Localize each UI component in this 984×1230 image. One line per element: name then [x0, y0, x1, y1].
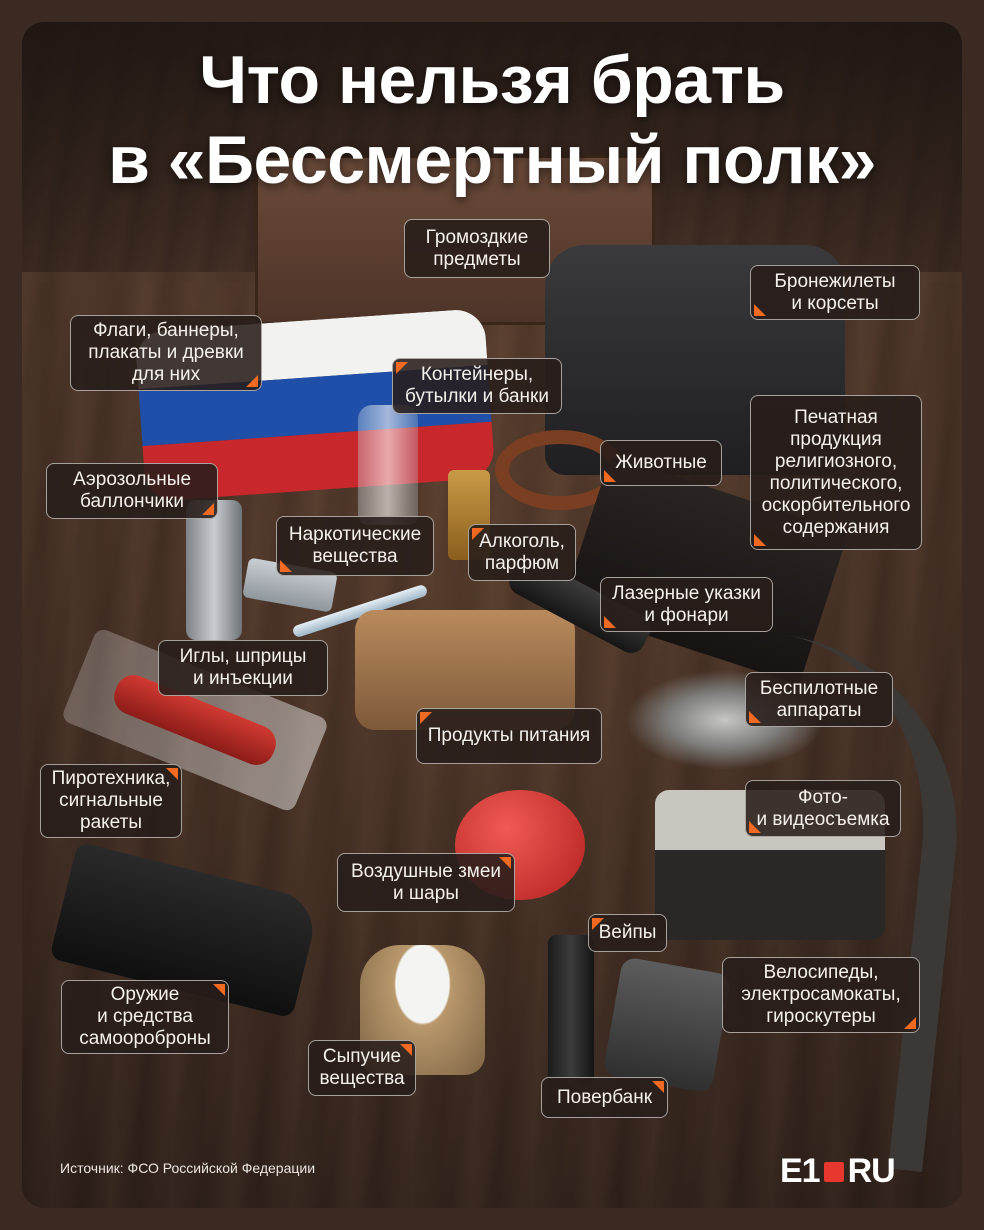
label-alcohol: Алкоголь, парфюм: [468, 524, 576, 581]
label-pyrotechnics: Пиротехника, сигнальные ракеты: [40, 764, 182, 838]
vape-illustration: [548, 935, 594, 1085]
label-bulk-substances: Сыпучие вещества: [308, 1040, 416, 1096]
label-text: Флаги, баннеры, плакаты и древки для них: [88, 320, 244, 385]
label-text: Продукты питания: [427, 725, 591, 746]
label-text: Животные: [615, 452, 707, 473]
label-text: Иглы, шприцы и инъекции: [179, 646, 307, 689]
label-body-armor: Бронежилеты и корсеты: [750, 265, 920, 320]
label-text: Алкоголь, парфюм: [479, 530, 565, 574]
label-food: Продукты питания: [416, 708, 602, 764]
label-bikes: Велосипеды, электросамокаты, гироскутеры: [722, 957, 920, 1033]
bottle-illustration: [358, 405, 418, 525]
label-text: Сыпучие вещества: [319, 1046, 405, 1089]
label-text: Воздушные змеи и шары: [350, 860, 502, 904]
label-text: Фото- и видеосъемка: [756, 786, 890, 830]
corner-mark: [652, 1081, 664, 1093]
powerbank-illustration: [602, 956, 732, 1094]
corner-mark: [754, 304, 766, 316]
corner-mark: [904, 1017, 916, 1029]
label-photo-video: Фото- и видеосъемка: [745, 780, 901, 837]
logo-right-text: RU: [847, 1152, 896, 1190]
label-lasers: Лазерные указки и фонари: [600, 577, 773, 632]
label-text: Повербанк: [556, 1086, 653, 1108]
label-text: Бронежилеты и корсеты: [774, 270, 896, 314]
logo-left-text: E1: [780, 1152, 821, 1190]
label-text: Наркотические вещества: [288, 524, 422, 567]
label-text: Громоздкие предметы: [425, 226, 529, 270]
corner-mark: [202, 503, 214, 515]
label-animals: Животные: [600, 440, 722, 486]
label-bulky-items: Громоздкие предметы: [404, 219, 550, 278]
label-containers: Контейнеры, бутылки и банки: [392, 358, 562, 414]
corner-mark: [604, 470, 616, 482]
label-text: Лазерные указки и фонари: [612, 582, 761, 626]
page-title: Что нельзя брать в «Бессмертный полк»: [108, 42, 876, 198]
source-note: Источник: ФСО Российской Федерации: [60, 1160, 316, 1176]
label-text: Беспилотные аппараты: [759, 677, 879, 721]
label-weapons: Оружие и средства самоороброны: [61, 980, 229, 1054]
label-text: Вейпы: [598, 922, 657, 943]
label-needles: Иглы, шприцы и инъекции: [158, 640, 328, 696]
corner-mark: [213, 984, 225, 996]
aerosol-can-illustration: [186, 500, 242, 640]
label-powerbank: Повербанк: [541, 1077, 668, 1118]
label-flags: Флаги, баннеры, плакаты и древки для них: [70, 315, 262, 391]
label-vapes: Вейпы: [588, 914, 667, 952]
label-text: Оружие и средства самоороброны: [79, 984, 211, 1049]
label-text: Контейнеры, бутылки и банки: [405, 364, 549, 407]
corner-mark: [420, 712, 432, 724]
corner-mark: [246, 375, 258, 387]
label-text: Пиротехника, сигнальные ракеты: [51, 768, 171, 833]
e1-logo: E1 RU: [780, 1152, 896, 1191]
label-text: Печатная продукция религиозного, политич…: [761, 406, 911, 538]
label-aerosol: Аэрозольные баллончики: [46, 463, 218, 519]
label-printed-matter: Печатная продукция религиозного, политич…: [750, 395, 922, 550]
label-kites-balloons: Воздушные змеи и шары: [337, 853, 515, 912]
label-drugs: Наркотические вещества: [276, 516, 434, 576]
label-text: Велосипеды, электросамокаты, гироскутеры: [741, 962, 901, 1027]
label-drones: Беспилотные аппараты: [745, 672, 893, 727]
label-text: Аэрозольные баллончики: [72, 469, 192, 512]
logo-square-icon: [823, 1161, 844, 1182]
